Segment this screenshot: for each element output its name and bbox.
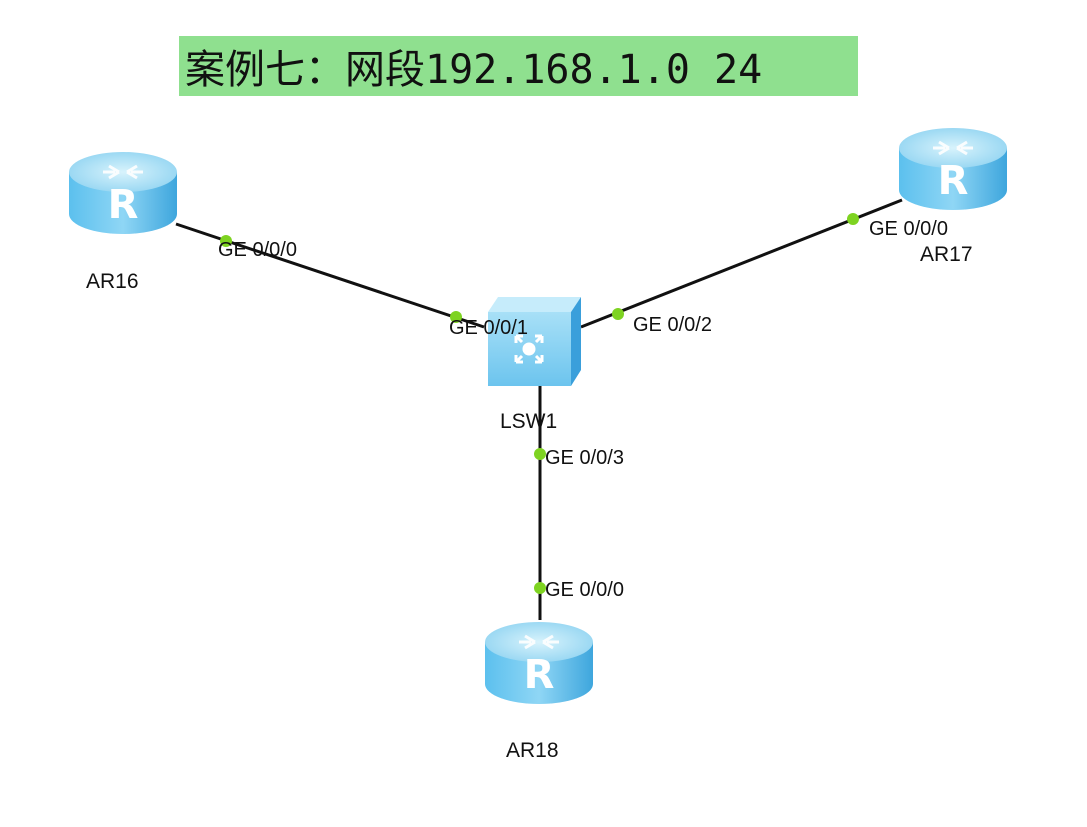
svg-text:R: R: [108, 182, 139, 228]
device-labels: AR16 AR17 LSW1 AR18: [86, 243, 973, 762]
router-icon: R: [899, 128, 1007, 210]
port-labels: GE 0/0/0 GE 0/0/1 GE 0/0/0 GE 0/0/2 GE 0…: [218, 218, 948, 601]
port-dot-ar16-ge000[interactable]: [220, 235, 232, 247]
diagram-title-banner: 案例七：网段192.168.1.0 24: [179, 36, 858, 96]
switch-icon: [488, 297, 581, 386]
port-label-ar16-ge000: GE 0/0/0: [218, 239, 297, 261]
port-dot-lsw1-ge003[interactable]: [534, 448, 546, 460]
svg-text:R: R: [524, 652, 555, 698]
port-label-lsw1-ge001: GE 0/0/1: [449, 317, 528, 339]
port-label-lsw1-ge002: GE 0/0/2: [633, 314, 712, 336]
port-dots: [220, 213, 859, 594]
switch-lsw1[interactable]: [488, 297, 581, 386]
port-label-lsw1-ge003: GE 0/0/3: [545, 447, 624, 469]
port-dot-lsw1-ge001[interactable]: [450, 311, 462, 323]
router-ar18[interactable]: R: [485, 622, 593, 704]
port-dot-ar18-ge000[interactable]: [534, 582, 546, 594]
router-ar16[interactable]: R: [69, 152, 177, 234]
port-label-ar18-ge000: GE 0/0/0: [545, 579, 624, 601]
port-label-ar17-ge000: GE 0/0/0: [869, 218, 948, 240]
diagram-title: 案例七：网段192.168.1.0 24: [185, 47, 763, 93]
port-dot-ar17-ge000[interactable]: [847, 213, 859, 225]
router-icon: R: [485, 622, 593, 704]
svg-text:R: R: [938, 158, 969, 204]
device-label-ar17: AR17: [920, 243, 973, 266]
device-label-ar18: AR18: [506, 739, 559, 762]
device-label-ar16: AR16: [86, 270, 139, 293]
device-label-lsw1: LSW1: [500, 410, 557, 433]
router-icon: R: [69, 152, 177, 234]
port-dot-lsw1-ge002[interactable]: [612, 308, 624, 320]
router-ar17[interactable]: R: [899, 128, 1007, 210]
